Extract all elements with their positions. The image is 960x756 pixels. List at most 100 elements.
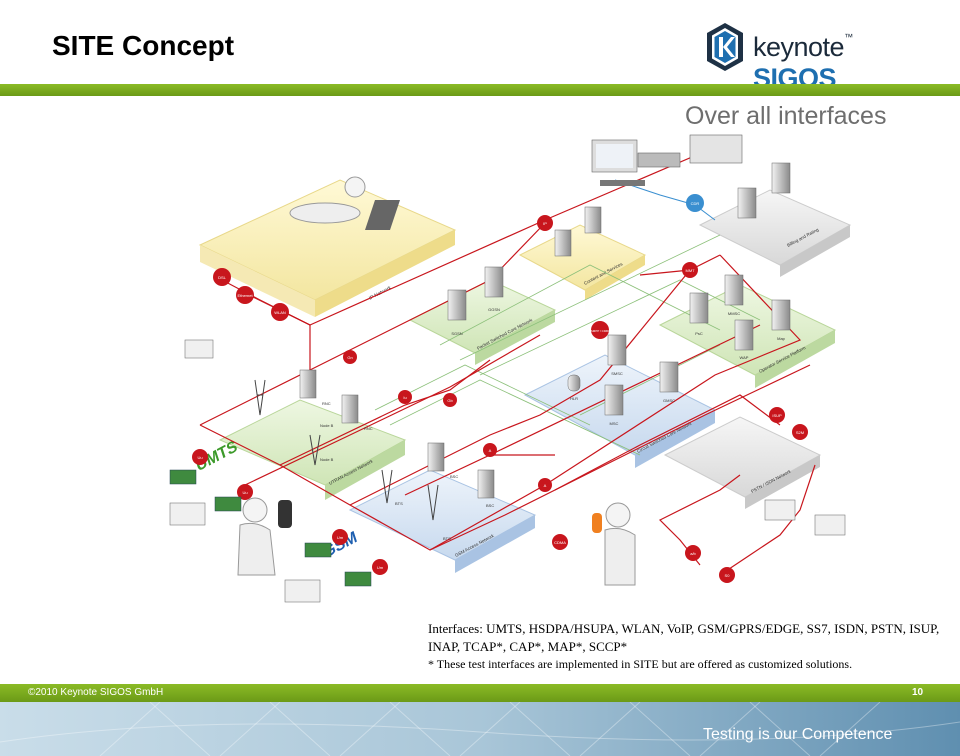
- logo-main-text: keynote: [753, 32, 845, 62]
- badge-um2: Um: [372, 559, 388, 575]
- nodeb2-label: Node B: [320, 457, 334, 462]
- footer-background: [0, 702, 960, 756]
- psc-label: PsC: [695, 331, 703, 336]
- footer-globe-pattern: [0, 702, 960, 756]
- badge-gn-label: Gn: [347, 355, 352, 360]
- server-gmsc: GMSC: [659, 361, 679, 403]
- page-number: 10: [912, 687, 924, 698]
- user-laptop-figure: [289, 176, 400, 230]
- smsc-label: SMSC: [611, 371, 623, 376]
- badge-smpp: SMPP / CIMD: [591, 321, 610, 339]
- badge-a1-label: A: [489, 448, 492, 453]
- badge-iu: Iu: [398, 390, 412, 404]
- rnc2-label: RNC: [364, 426, 373, 431]
- server-map: Map: [771, 299, 791, 341]
- badge-wlan: WLAN: [271, 303, 289, 321]
- badge-s0-label: S0: [725, 573, 731, 578]
- wap-label: WAP: [740, 355, 749, 360]
- badge-dsl: DSL: [213, 268, 231, 286]
- keynote-logo-icon: [707, 23, 743, 71]
- header-divider-bar: [0, 84, 960, 96]
- badge-gn: Gn: [343, 350, 357, 364]
- badge-um2-label: Um: [377, 565, 384, 570]
- badge-s2m: S2M: [792, 424, 808, 440]
- server-billing-1: [737, 187, 757, 219]
- badge-cdma: CDMA: [552, 534, 568, 550]
- bts1-label: BTS: [395, 501, 403, 506]
- badge-ethernet: Ethernet: [236, 286, 254, 304]
- logo-tm: ™: [844, 32, 853, 42]
- badge-a2: A: [538, 478, 552, 492]
- keynote-sigos-logo: keynote™ SIGOS: [705, 22, 935, 93]
- server-mmsc: MMSC: [724, 274, 744, 316]
- badge-ab: a/b: [685, 545, 701, 561]
- server-psc: PsC: [689, 292, 709, 336]
- antenna-towers: [254, 379, 439, 521]
- msc-label: MSC: [610, 421, 619, 426]
- server-rnc2: RNC: [341, 394, 373, 431]
- badge-uu2: Uu: [237, 484, 253, 500]
- server-wap: WAP: [734, 319, 754, 360]
- server-content-2: [584, 206, 602, 234]
- server-msc: MSC: [604, 384, 624, 426]
- nodeb1-label: Node B: [320, 423, 334, 428]
- network-diagram: IP Network Content and Services Billing …: [169, 134, 852, 603]
- ggsn-label: GGSN: [488, 307, 500, 312]
- user-phone-figure: [237, 497, 292, 576]
- server-content-1: [554, 229, 572, 257]
- pstn-zone: PSTN / ISDN Network: [663, 416, 822, 509]
- badge-mm7: MM7: [682, 262, 698, 278]
- bts2-label: BTS: [443, 536, 451, 541]
- server-hlr: HLR: [567, 374, 581, 401]
- server-sgsn: SGSN: [447, 289, 467, 336]
- badge-uu1-label: Uu: [197, 455, 202, 460]
- badge-a2-label: A: [544, 483, 547, 488]
- badge-wlan-label: WLAN: [274, 310, 286, 315]
- badge-s0: S0: [719, 567, 735, 583]
- interface-badges: DSL Ethernet WLAN IP MM7 CDR SMPP / CIMD…: [192, 194, 808, 583]
- badge-a1: A: [483, 443, 497, 457]
- badge-um1: Um: [332, 529, 348, 545]
- test-probe-units: [169, 339, 846, 603]
- footer-divider-bar: [0, 684, 960, 702]
- slide-title: SITE Concept: [52, 30, 235, 61]
- badge-dsl-label: DSL: [218, 275, 227, 280]
- server-bsc2: BSC: [477, 469, 494, 508]
- badge-iu-label: Iu: [403, 395, 406, 400]
- footer-tagline: Testing is our Competence: [703, 726, 893, 743]
- server-rnc1: RNC: [299, 369, 331, 406]
- server-ggsn: GGSN: [484, 266, 504, 312]
- interfaces-text: Interfaces: UMTS, HSDPA/HSUPA, WLAN, VoI…: [428, 621, 940, 654]
- packet-core-zone: Packet Switched Core Network: [408, 279, 557, 365]
- map-label: Map: [777, 336, 786, 341]
- server-bsc1: BSC: [427, 442, 458, 479]
- hlr-label: HLR: [570, 396, 578, 401]
- badge-ip-label: IP: [543, 221, 547, 226]
- operator-workstation: [591, 134, 743, 186]
- badge-mm7-label: MM7: [686, 268, 696, 273]
- badge-um1-label: Um: [337, 535, 344, 540]
- interfaces-footnote: * These test interfaces are implemented …: [428, 657, 853, 671]
- badge-smpp-label: SMPP / CIMD: [591, 329, 610, 333]
- servers: SGSN GGSN PsC MMSC WAP Map SMSC GMSC MSC…: [299, 162, 791, 541]
- core-links: [374, 234, 761, 456]
- rnc1-label: RNC: [322, 401, 331, 406]
- utran-zone: UTRAN Access Network UMTS: [194, 399, 407, 500]
- badge-gb-label: Gb: [447, 398, 453, 403]
- billing-zone: Billing and Rating: [698, 189, 852, 277]
- badge-uu1: Uu: [192, 449, 208, 465]
- sgsn-label: SGSN: [451, 331, 462, 336]
- user-landline-figure: [592, 502, 636, 586]
- badge-isup: ISUP: [769, 407, 785, 423]
- badge-gb: Gb: [443, 393, 457, 407]
- badge-uu2-label: Uu: [242, 490, 247, 495]
- sim-cards: [169, 469, 372, 587]
- badge-isup-label: ISUP: [772, 413, 782, 418]
- copyright-notice: ©2010 Keynote SIGOS GmbH: [28, 687, 164, 698]
- badge-cdr-label: CDR: [691, 201, 700, 206]
- gmsc-label: GMSC: [663, 398, 675, 403]
- bsc1-label: BSC: [450, 474, 458, 479]
- badge-cdma-label: CDMA: [554, 540, 566, 545]
- badge-ethernet-label: Ethernet: [237, 293, 253, 298]
- bsc2-label: BSC: [486, 503, 494, 508]
